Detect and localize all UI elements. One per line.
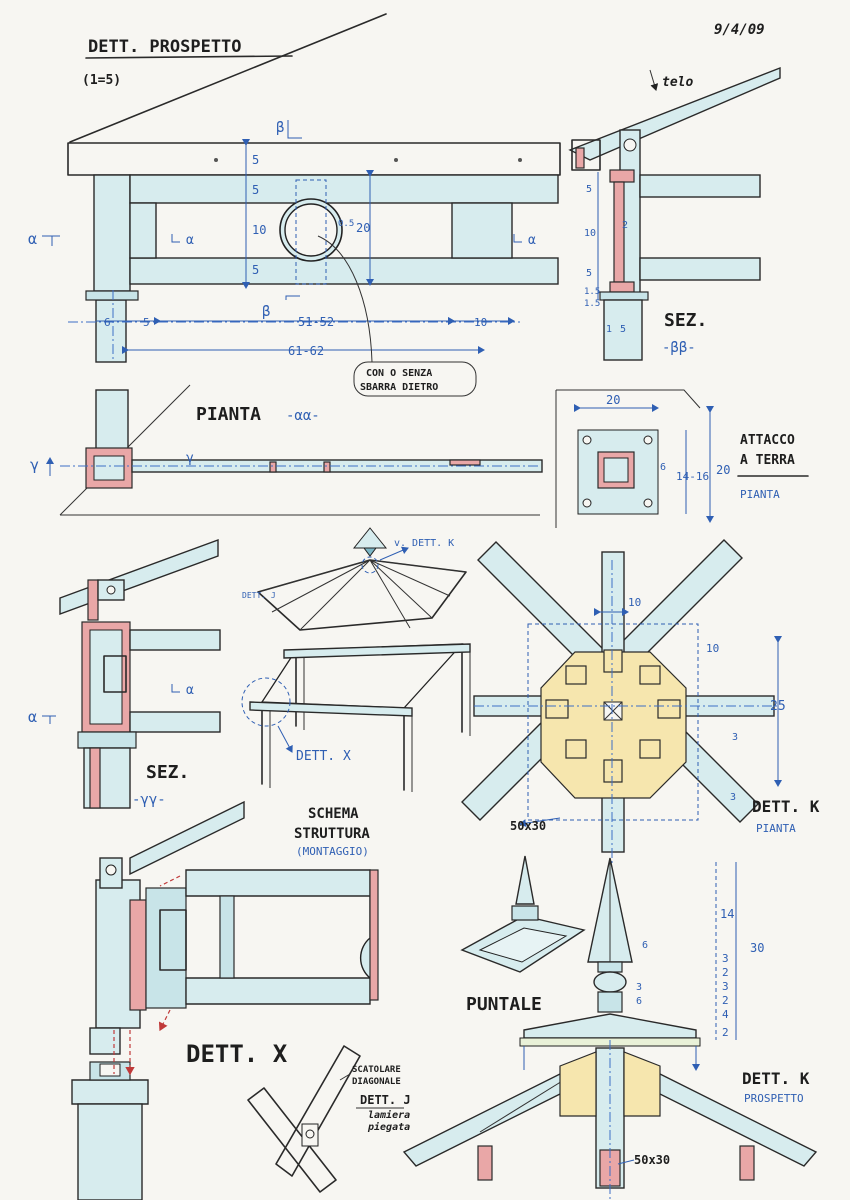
sb-dim6: 1.5 [584, 299, 600, 309]
sb-dim5: 1.5 [584, 287, 600, 297]
detail-k-plan: 10 10 25 3 3 50x30 DETT. K PIANTA [461, 539, 820, 880]
dim-h1: 6 [104, 316, 111, 329]
section-gamma: α α SEZ. -γγ- [28, 538, 221, 809]
ga-subtitle: PIANTA [740, 488, 780, 501]
dim-h3: 51-52 [298, 315, 334, 329]
sb-subtitle: -ββ- [662, 340, 696, 356]
sb-dim4: 5 [586, 268, 592, 279]
fn-dim-6a: 6 [642, 940, 648, 951]
dim-20: 20 [356, 221, 370, 235]
ss-ref-x: DETT. X [296, 749, 351, 764]
ss-subtitle: (MONTAGGIO) [296, 845, 369, 858]
kp-title: DETT. K [752, 797, 820, 816]
sb-title: SEZ. [664, 310, 707, 331]
canvas-label: telo [662, 75, 693, 90]
mark-alpha-left: α [28, 230, 37, 248]
ga-dim-1416: 14-16 [676, 470, 709, 483]
plan-alpha: PIANTA -αα- γ γ [30, 384, 543, 516]
sheet-scale: (1=5) [82, 73, 121, 88]
dj-title: DETT. J [360, 1093, 411, 1107]
sb-dim3: 2 [622, 220, 628, 231]
fn-dim-2c: 2 [722, 1026, 729, 1039]
kp-subtitle: PIANTA [756, 822, 796, 835]
plan-subtitle: -αα- [286, 408, 320, 424]
fn-dim-4: 4 [722, 1008, 729, 1021]
sb-dim2: 10 [584, 228, 596, 239]
section-beta: telo 5 10 2 5 1.5 1.5 1 5 SEZ. -ββ- [568, 66, 781, 361]
fn-dim-30: 30 [750, 941, 764, 955]
header: DETT. PROSPETTO (1=5) 9/4/09 [69, 13, 765, 143]
plan-mark-gamma-mid: γ [186, 451, 194, 466]
sheet-date: 9/4/09 [714, 22, 765, 38]
sg-mark-alpha-left: α [28, 708, 37, 726]
kp-dim-10a: 10 [628, 596, 641, 609]
ss-ref-k: v. DETT. K [394, 538, 454, 549]
kp-dim-25: 25 [770, 699, 786, 714]
ga-title-2: A TERRA [740, 453, 795, 468]
ss-title-2: STRUTTURA [294, 826, 370, 842]
dim-h2: 5 [143, 316, 150, 329]
plan-mark-gamma-left: γ [30, 456, 39, 474]
ground-attach: 20 20 14-16 6 ATTACCO A TERRA PIANTA [555, 389, 809, 528]
kp-dim-3b: 3 [730, 792, 736, 803]
fn-title: PUNTALE [466, 994, 542, 1015]
dj-note-2: DIAGONALE [352, 1077, 401, 1087]
detail-k-elevation: 50x30 DETT. K PROSPETTO [402, 1040, 818, 1200]
detail-j: SCATOLARE DIAGONALE DETT. J lamiera pieg… [247, 1045, 411, 1193]
sb-dim7: 1 [606, 324, 612, 335]
sb-dim8: 5 [620, 324, 626, 335]
kp-dim-3a: 3 [732, 732, 738, 743]
sb-dim1: 5 [586, 184, 592, 195]
ke-section: 50x30 [634, 1153, 670, 1167]
fn-dim-2a: 2 [722, 966, 729, 979]
dx-title: DETT. X [186, 1040, 288, 1068]
ga-dim-20h: 20 [606, 393, 620, 407]
dim-h4: 10 [474, 316, 487, 329]
plan-title: PIANTA [196, 404, 261, 425]
kp-dim-10b: 10 [706, 642, 719, 655]
sg-mark-alpha-right: α [186, 683, 194, 698]
detail-x: DETT. X [71, 800, 379, 1200]
finial: 14 6 3 2 3 2 4 2 3 6 30 PUNTALE [460, 855, 764, 1047]
note-line1: CON O SENZA [366, 368, 432, 379]
dim-v2: 5 [252, 183, 259, 197]
fn-dim-3c: 3 [636, 982, 642, 993]
fn-dim-6b: 6 [636, 996, 642, 1007]
dim-v1: 5 [252, 153, 259, 167]
structure-scheme: v. DETT. K DETT. J DETT. X SCHEMA STRUTT… [241, 527, 471, 858]
ga-dim-6: 6 [660, 462, 666, 473]
mark-beta-bottom: β [262, 304, 270, 320]
dim-v3: 10 [252, 223, 266, 237]
sg-title: SEZ. [146, 762, 189, 783]
dj-note-1: SCATOLARE [352, 1065, 401, 1075]
ga-dim-20v: 20 [716, 463, 730, 477]
fn-dim-3b: 3 [722, 980, 729, 993]
ga-title-1: ATTACCO [740, 433, 795, 448]
ss-ref-j: DETT. J [242, 591, 276, 600]
dim-v4: 5 [252, 263, 259, 277]
ss-title-1: SCHEMA [308, 806, 359, 822]
fn-dim-2b: 2 [722, 994, 729, 1007]
dim-total: 61-62 [288, 344, 324, 358]
dim-05: 0.5 [338, 219, 354, 229]
mark-alpha-right: α [528, 233, 536, 248]
mark-alpha-mid: α [186, 233, 194, 248]
ke-subtitle: PROSPETTO [744, 1092, 804, 1105]
mark-beta-top: β [276, 120, 284, 136]
kp-section: 50x30 [510, 819, 546, 833]
sheet-title: DETT. PROSPETTO [88, 37, 242, 57]
elevation-drawing: 5 5 10 5 20 0.5 6 5 51-52 10 61-62 β β α… [28, 120, 561, 397]
note-line2: SBARRA DIETRO [360, 382, 438, 393]
dj-note2-2: piegata [367, 1121, 410, 1133]
sg-subtitle: -γγ- [132, 792, 166, 808]
fn-dim-14: 14 [720, 907, 734, 921]
ke-title: DETT. K [742, 1069, 810, 1088]
dj-note2-1: lamiera [368, 1109, 410, 1121]
fn-dim-3a: 3 [722, 952, 729, 965]
